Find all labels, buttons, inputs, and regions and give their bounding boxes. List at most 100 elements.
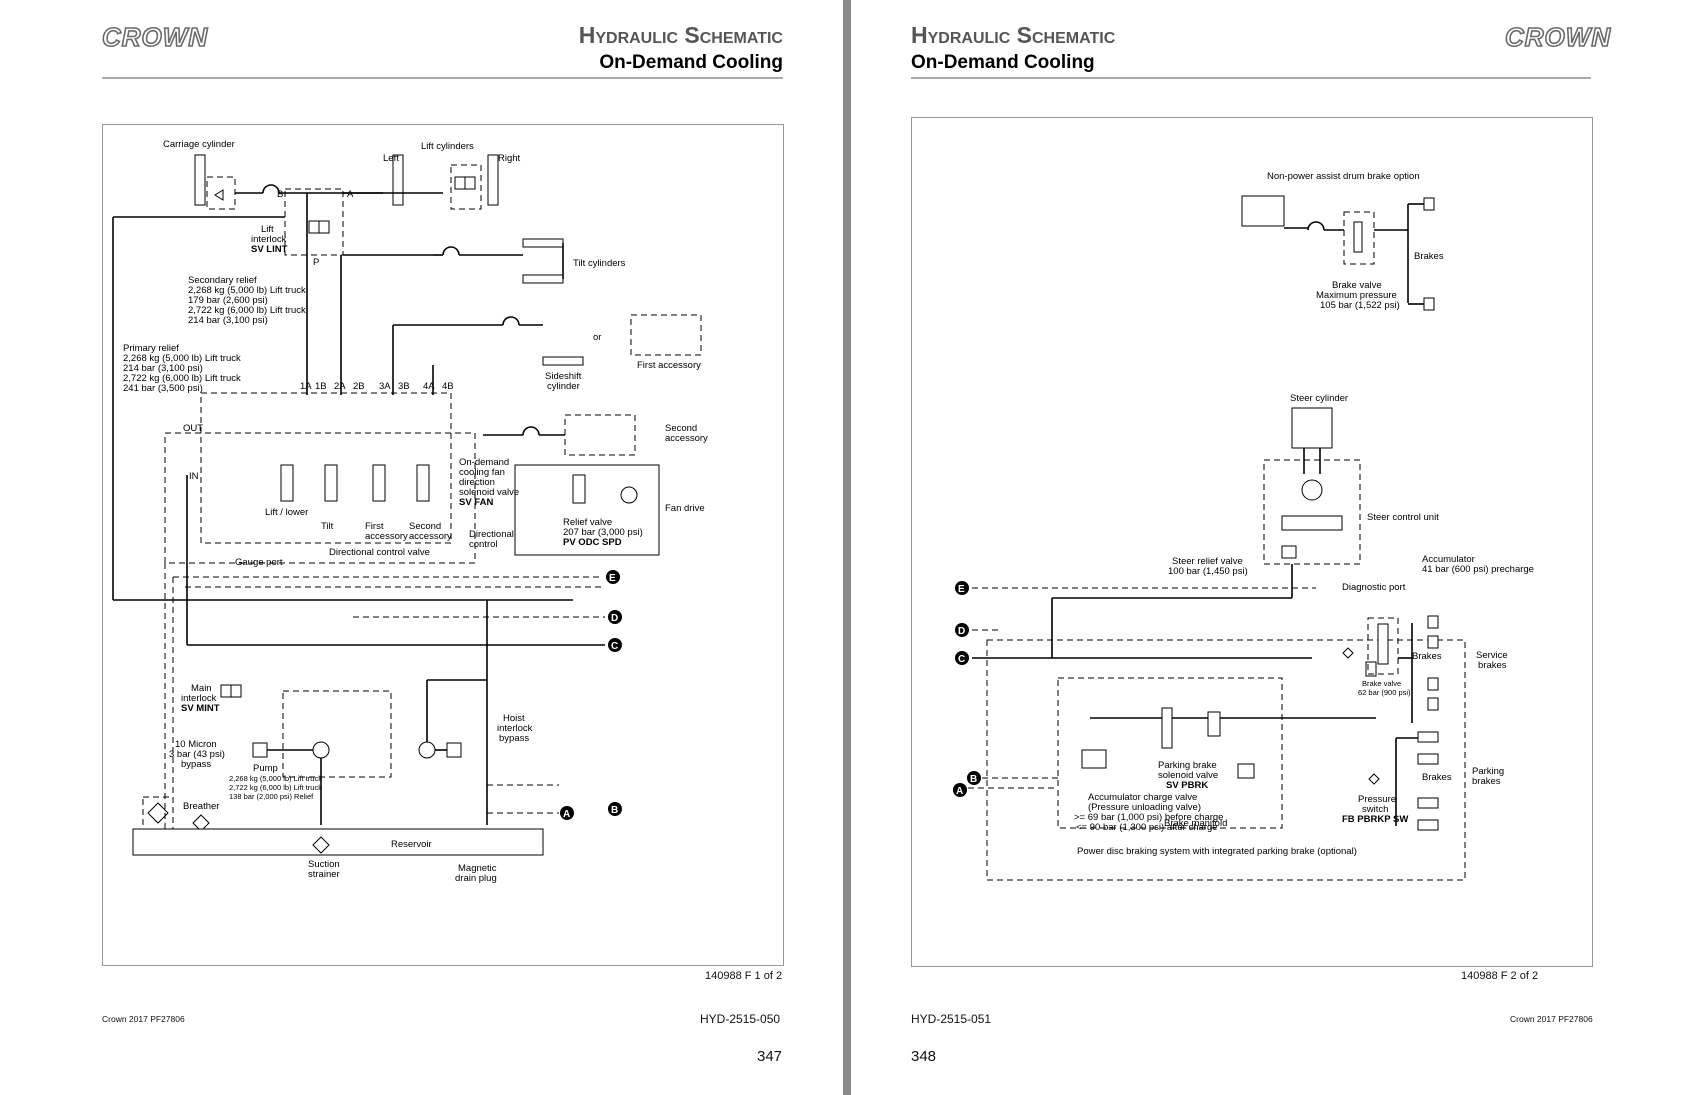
lift-cylinder-right: [487, 154, 499, 206]
connector-c: [955, 651, 969, 665]
svg-text:OUT: OUT: [183, 423, 203, 434]
svg-text:SV LINT: SV LINT: [251, 244, 288, 255]
carriage-cylinder-body: [194, 154, 206, 206]
svg-text:A: A: [347, 189, 354, 200]
svg-text:solenoid valve: solenoid valve: [459, 487, 519, 498]
svg-text:P: P: [313, 257, 319, 268]
svg-text:cooling fan: cooling fan: [459, 467, 505, 478]
svg-text:Brakes: Brakes: [1422, 772, 1452, 783]
svg-text:<= 90 bar (1,300 psi) after ch: <= 90 bar (1,300 psi) after charge: [1076, 822, 1218, 833]
footer-doc-number: HYD-2515-050: [700, 1012, 781, 1026]
svg-text:Main: Main: [191, 683, 212, 694]
svg-text:bypass: bypass: [181, 759, 211, 770]
svg-text:C: C: [611, 641, 618, 652]
connector-a: [560, 806, 574, 820]
schematic-frame-2: Non-power assist drum brake option Brake…: [911, 117, 1593, 967]
svg-text:4A: 4A: [423, 381, 435, 392]
hydraulic-schematic-1: Carriage cylinder Lift cylinders Left Ri…: [112, 139, 708, 884]
svg-text:Gauge port: Gauge port: [235, 557, 283, 568]
svg-text:3B: 3B: [398, 381, 410, 392]
svg-text:E: E: [609, 573, 616, 584]
svg-text:Lift: Lift: [261, 224, 274, 235]
figure-ref: 140988 F 2 of 2: [1461, 970, 1539, 982]
svg-text:2,722 kg (6,000 lb) Lift truck: 2,722 kg (6,000 lb) Lift truck: [229, 783, 322, 792]
svg-text:138 bar (2,000 psi) Relief: 138 bar (2,000 psi) Relief: [229, 792, 314, 801]
label-right: Right: [498, 153, 521, 164]
label-fan-drive: Fan drive: [665, 503, 705, 514]
svg-text:62 bar (900 psi): 62 bar (900 psi): [1358, 688, 1411, 697]
connector-b: [967, 771, 981, 785]
svg-text:strainer: strainer: [308, 869, 340, 880]
svg-text:105 bar (1,522 psi): 105 bar (1,522 psi): [1320, 300, 1400, 311]
svg-text:interlock: interlock: [181, 693, 217, 704]
svg-text:2,722 kg (6,000 lb) Lift truck: 2,722 kg (6,000 lb) Lift truck: [188, 305, 306, 316]
svg-text:Diagnostic port: Diagnostic port: [1342, 582, 1406, 593]
svg-text:Accumulator: Accumulator: [1422, 554, 1475, 565]
page-number: 347: [757, 1048, 783, 1065]
footer-copyright: Crown 2017 PF27806: [1510, 1014, 1593, 1024]
crown-logo: CROWN: [1504, 21, 1612, 53]
reservoir: [132, 828, 544, 856]
svg-text:214 bar (3,100 psi): 214 bar (3,100 psi): [188, 315, 268, 326]
svg-text:interlock: interlock: [497, 723, 533, 734]
label-reservoir: Reservoir: [391, 839, 432, 850]
svg-text:Brakes: Brakes: [1412, 651, 1442, 662]
svg-text:Sideshift: Sideshift: [545, 371, 582, 382]
svg-text:IN: IN: [189, 471, 199, 482]
svg-text:Parking: Parking: [1472, 766, 1504, 777]
svg-text:Suction: Suction: [308, 859, 340, 870]
svg-text:D: D: [611, 613, 618, 624]
svg-text:41 bar (600 psi) precharge: 41 bar (600 psi) precharge: [1422, 564, 1534, 575]
svg-text:On-demand: On-demand: [459, 457, 509, 468]
svg-text:2A: 2A: [334, 381, 346, 392]
svg-text:214 bar (3,100 psi): 214 bar (3,100 psi): [123, 363, 203, 374]
page-title: Hydraulic Schematic: [911, 22, 1116, 48]
svg-text:Pressure: Pressure: [1358, 794, 1396, 805]
svg-text:direction: direction: [459, 477, 495, 488]
svg-text:1B: 1B: [315, 381, 327, 392]
label-brake-manifold: Brake manifold: [1164, 818, 1227, 829]
svg-text:2,722 kg (6,000 lb) Lift truck: 2,722 kg (6,000 lb) Lift truck: [123, 373, 241, 384]
label-breather: Breather: [183, 801, 219, 812]
svg-text:Secondary relief: Secondary relief: [188, 275, 257, 286]
label-drum-brake-option: Non-power assist drum brake option: [1267, 171, 1420, 182]
svg-text:4B: 4B: [442, 381, 454, 392]
lift-cylinder-left: [392, 154, 404, 206]
svg-text:>= 69 bar (1,000 psi) before c: >= 69 bar (1,000 psi) before charge: [1074, 812, 1223, 823]
svg-text:interlock: interlock: [251, 234, 287, 245]
svg-text:brakes: brakes: [1478, 660, 1507, 671]
connector-d: [955, 623, 969, 637]
svg-text:207 bar (3,000 psi): 207 bar (3,000 psi): [563, 527, 643, 538]
svg-text:3 bar (43 psi): 3 bar (43 psi): [169, 749, 225, 760]
page-title: Hydraulic Schematic: [578, 22, 783, 48]
header-rule: [102, 77, 783, 79]
header-rule: [911, 77, 1591, 79]
svg-text:cylinder: cylinder: [547, 381, 580, 392]
svg-text:Hoist: Hoist: [503, 713, 525, 724]
svg-text:SV FAN: SV FAN: [459, 497, 493, 508]
svg-text:bypass: bypass: [499, 733, 529, 744]
page-number: 348: [911, 1048, 937, 1065]
svg-text:Magnetic: Magnetic: [458, 863, 497, 874]
footer-copyright: Crown 2017 PF27806: [102, 1014, 185, 1024]
label-tilt-cylinders: Tilt cylinders: [573, 258, 626, 269]
page-subtitle: On-Demand Cooling: [599, 52, 783, 73]
svg-text:3A: 3A: [379, 381, 391, 392]
svg-text:switch: switch: [1362, 804, 1388, 815]
svg-text:Lift / lower: Lift / lower: [265, 507, 308, 518]
svg-text:drain plug: drain plug: [455, 873, 497, 884]
connector-b: [608, 802, 622, 816]
hydraulic-schematic-2: Non-power assist drum brake option Brake…: [953, 171, 1534, 881]
svg-text:241 bar (3,500 psi): 241 bar (3,500 psi): [123, 383, 203, 394]
label-left: Left: [383, 153, 399, 164]
svg-text:1A: 1A: [300, 381, 312, 392]
connector-e: [955, 581, 969, 595]
connector-c: [608, 638, 622, 652]
svg-text:SV PBRK: SV PBRK: [1166, 780, 1208, 791]
svg-text:Service: Service: [1476, 650, 1508, 661]
label-lift-cylinders: Lift cylinders: [421, 141, 474, 152]
svg-text:Second: Second: [665, 423, 697, 434]
label-power-disc-braking: Power disc braking system with integrate…: [1077, 846, 1357, 857]
svg-text:solenoid valve: solenoid valve: [1158, 770, 1218, 781]
svg-text:B: B: [611, 805, 618, 816]
